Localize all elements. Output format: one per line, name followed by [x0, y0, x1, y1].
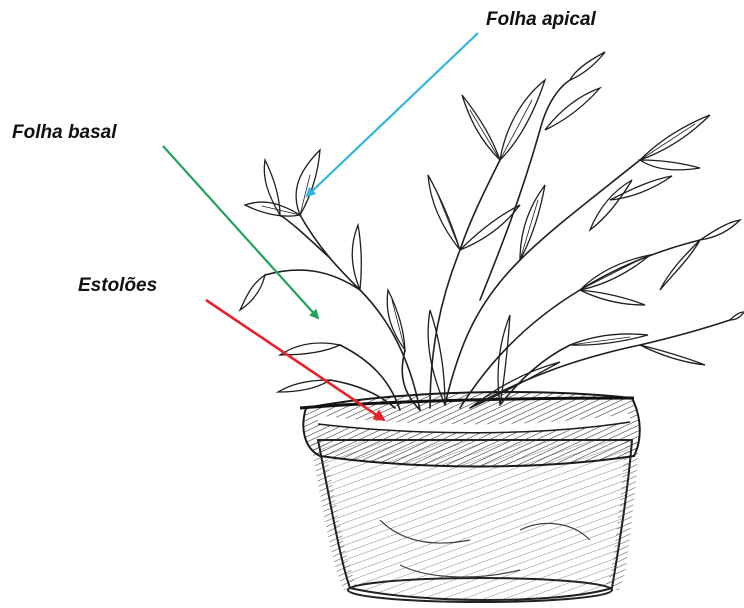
arrow-basal: [163, 146, 318, 318]
arrow-apical: [307, 33, 478, 196]
label-apical-leaf: Folha apical: [486, 9, 596, 31]
label-stolons: Estolões: [78, 275, 157, 297]
plant: [240, 52, 744, 410]
pot: [300, 392, 640, 602]
arrow-stolons: [206, 300, 384, 420]
label-basal-leaf: Folha basal: [12, 122, 117, 144]
